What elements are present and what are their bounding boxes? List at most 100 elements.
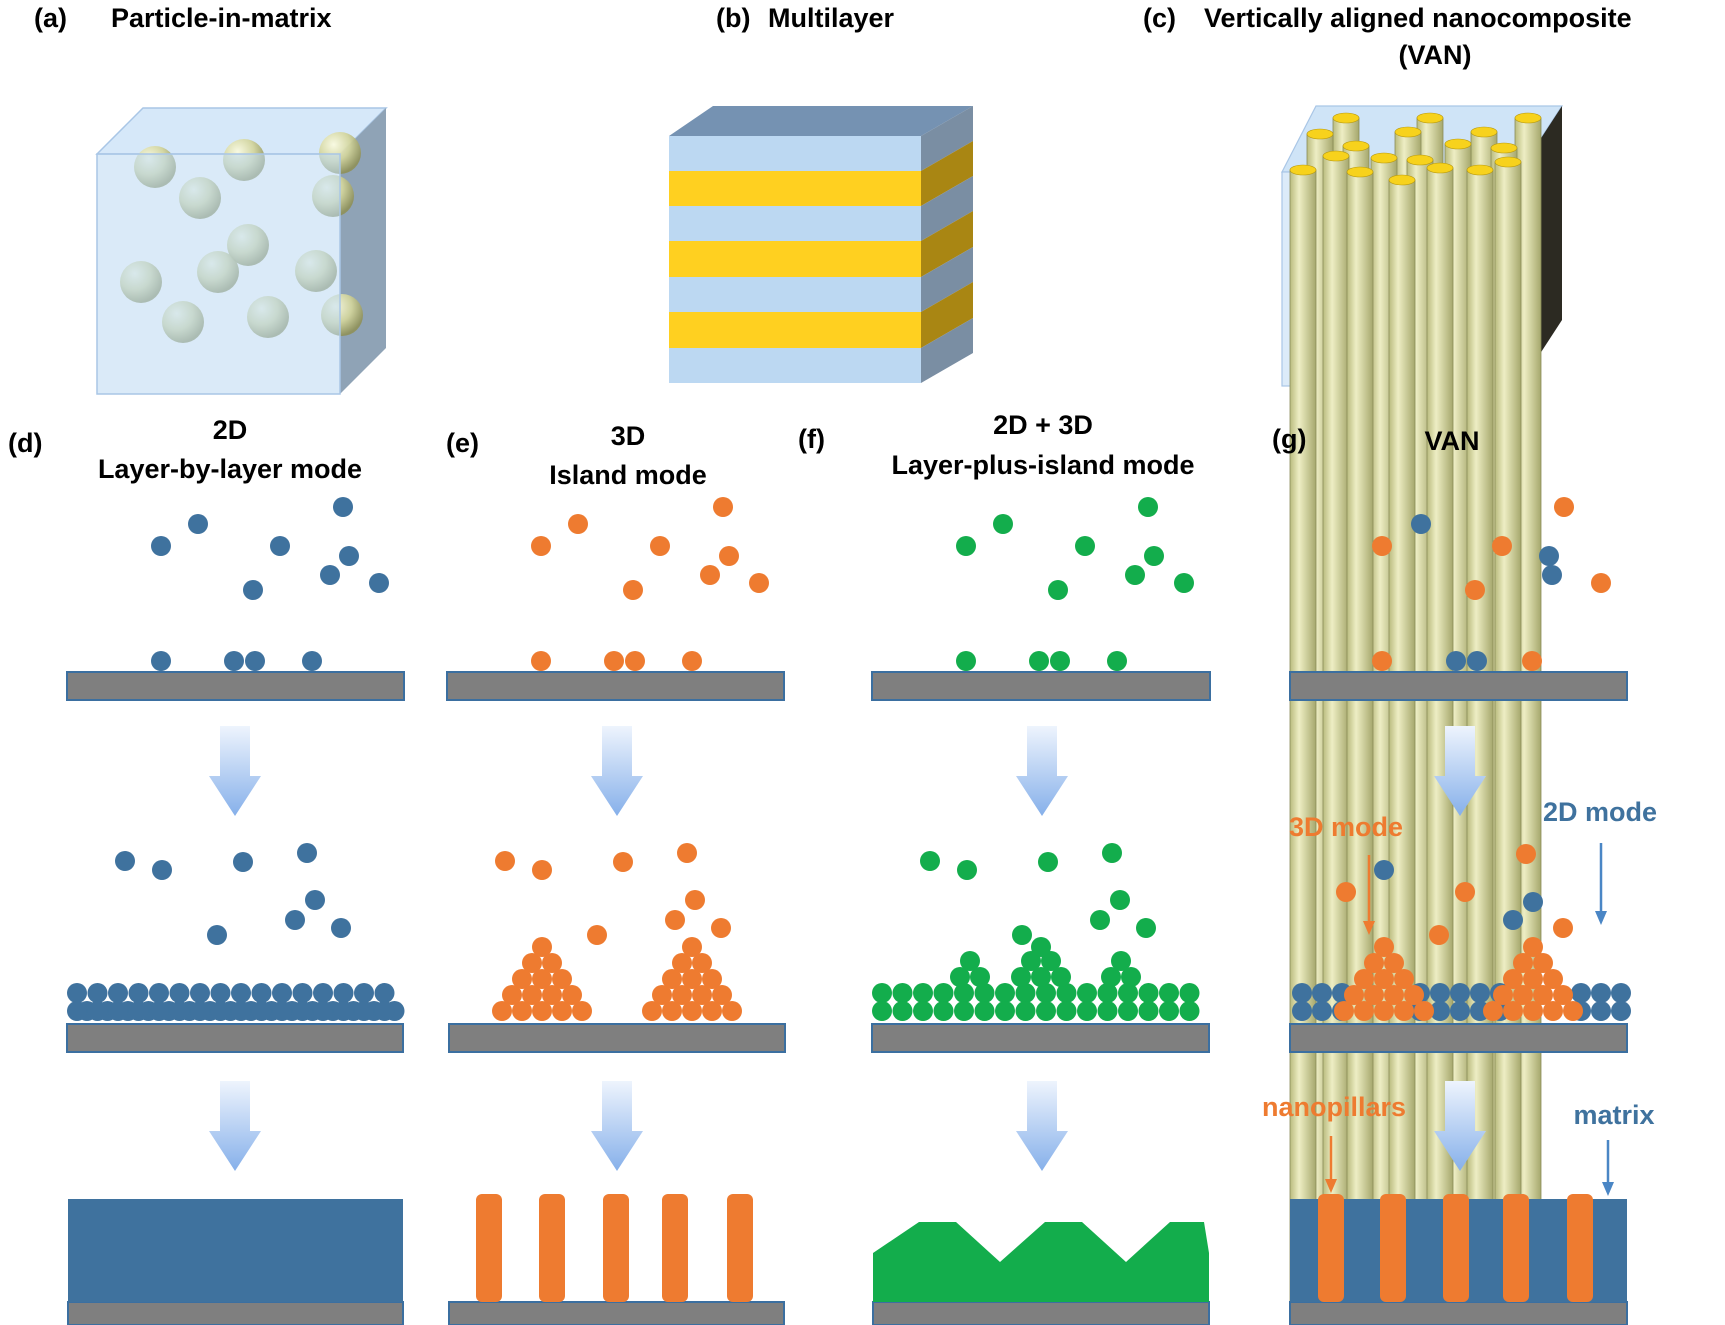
yellow-layer <box>669 241 921 277</box>
atom <box>1101 967 1121 987</box>
atom <box>151 536 171 556</box>
atom <box>712 985 732 1005</box>
atom <box>542 953 562 973</box>
substrate <box>1289 1023 1628 1053</box>
atom <box>115 851 135 871</box>
atom <box>1354 969 1374 989</box>
blue-layer <box>669 348 921 383</box>
atom <box>333 497 353 517</box>
atom <box>749 573 769 593</box>
atom <box>552 969 572 989</box>
atom <box>872 1001 892 1021</box>
atom <box>313 983 333 1003</box>
atom <box>950 967 970 987</box>
arrowhead-3d-mode <box>1363 921 1375 935</box>
atom <box>1503 1001 1523 1021</box>
atom <box>231 1001 251 1021</box>
van-cylinder <box>1289 169 1317 1325</box>
atom <box>188 514 208 534</box>
substrate <box>66 671 405 701</box>
panel-d-title-line2: Layer-by-layer mode <box>98 454 362 484</box>
atom <box>682 1001 702 1021</box>
yellow-layer-side <box>921 141 973 206</box>
atom <box>892 1001 913 1021</box>
atom <box>1571 983 1591 1003</box>
atom <box>1292 983 1312 1003</box>
atom <box>650 536 670 556</box>
film-2d-layer <box>68 1199 403 1302</box>
atom <box>169 983 190 1003</box>
atom <box>292 983 313 1003</box>
atom <box>270 536 290 556</box>
atom <box>374 983 395 1003</box>
island-column <box>662 1194 688 1302</box>
blue-layer-side <box>921 318 973 383</box>
atom <box>512 969 532 989</box>
van-cylinder <box>1388 179 1416 1325</box>
atom <box>665 910 685 930</box>
arrowhead-2d-mode <box>1595 911 1607 925</box>
atom <box>954 983 974 1003</box>
atom <box>1522 651 1542 671</box>
van-cylinder-top <box>1490 142 1518 154</box>
island-column <box>539 1194 565 1302</box>
atom <box>1111 951 1131 971</box>
panel-g-title-text: VAN <box>1424 426 1479 456</box>
atom <box>702 969 722 989</box>
atom <box>1523 969 1543 989</box>
atom <box>1138 1001 1159 1021</box>
atom <box>1513 985 1533 1005</box>
atom <box>272 983 292 1003</box>
atom <box>149 1001 169 1021</box>
atom <box>1542 565 1562 585</box>
atom <box>995 983 1015 1003</box>
panel-e-title-line2: Island mode <box>549 460 707 490</box>
atom <box>642 1001 662 1021</box>
atom <box>305 890 325 910</box>
panel-g-title: (g) VAN <box>1272 424 1480 456</box>
atom <box>354 1001 374 1021</box>
van-cylinder-top <box>1346 166 1374 178</box>
film-layer-plus-island <box>873 1222 1209 1302</box>
substrate <box>67 1301 404 1325</box>
atom <box>1090 910 1110 930</box>
atom <box>1107 651 1127 671</box>
atom <box>1036 983 1056 1003</box>
label-3d-mode: 3D mode <box>1289 812 1403 842</box>
blue-layer-side <box>921 247 973 312</box>
atom <box>1543 969 1563 989</box>
atom <box>892 983 913 1003</box>
panel-c-title-line1: Vertically aligned nanocomposite <box>1204 3 1632 33</box>
van-cube <box>1281 105 1564 1325</box>
atom <box>1056 1001 1077 1021</box>
atom <box>542 985 562 1005</box>
atom <box>1015 983 1036 1003</box>
van-cylinder <box>1494 161 1522 1325</box>
atom <box>1450 1001 1470 1021</box>
atom <box>1118 983 1138 1003</box>
atom <box>190 1001 210 1021</box>
atom <box>1411 514 1431 534</box>
atom <box>956 651 976 671</box>
panel-f-title: (f) 2D + 3D Layer-plus-island mode <box>798 410 1195 480</box>
blue-layer-side <box>921 176 973 241</box>
atom <box>1077 1001 1097 1021</box>
atom <box>1041 951 1061 971</box>
atom <box>1029 651 1049 671</box>
atom <box>662 969 682 989</box>
atom <box>872 983 892 1003</box>
substrates <box>66 671 1628 1325</box>
van-nanopillar <box>1380 1194 1406 1302</box>
atom <box>1121 967 1141 987</box>
atom <box>207 925 227 945</box>
panel-d-title-line1: 2D <box>213 415 248 445</box>
atom <box>1553 918 1573 938</box>
atom <box>333 1001 354 1021</box>
van-nanopillar <box>1567 1194 1593 1302</box>
atom <box>231 983 251 1003</box>
atom <box>677 843 697 863</box>
van-nanopillar <box>1503 1194 1529 1302</box>
atom <box>933 1001 954 1021</box>
atom <box>970 967 990 987</box>
blue-layer-side <box>921 106 973 171</box>
